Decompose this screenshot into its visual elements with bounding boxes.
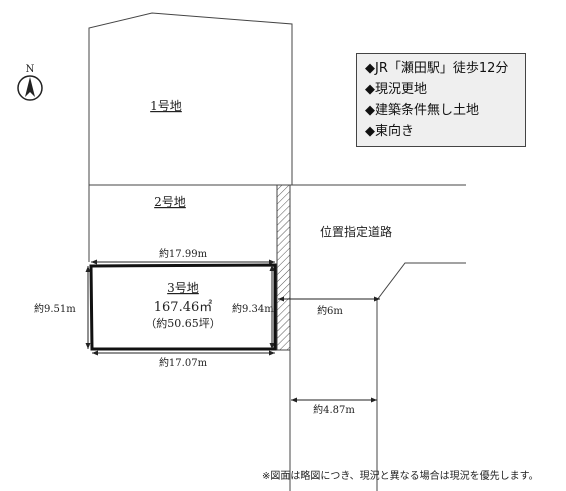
dimension-top-label: 約17.99m <box>159 247 208 260</box>
dimension-right: 約9.34m <box>232 265 275 349</box>
hatched-strip <box>276 184 291 351</box>
info-line-orientation: ◆東向き <box>365 124 414 139</box>
road-edges <box>289 262 466 491</box>
dimension-bottom: 約17.07m <box>92 350 275 369</box>
info-line-station: ◆JR「瀬田駅」徒歩12分 <box>365 61 509 76</box>
dimension-road-lower-label: 約4.87m <box>313 403 355 416</box>
lot-1: 1号地 <box>88 12 293 185</box>
dimension-right-label: 約9.34m <box>232 302 274 315</box>
lot-3-label: 3号地 <box>167 281 199 295</box>
lot-3-area: 167.46㎡ <box>154 300 213 315</box>
compass-label: N <box>26 64 35 75</box>
north-compass-icon: N <box>17 64 43 101</box>
dimension-road-upper: 約6m <box>278 296 380 317</box>
info-line-condition: ◆現況更地 <box>365 82 427 97</box>
dimension-bottom-label: 約17.07m <box>159 356 208 369</box>
lot-3: 3号地 167.46㎡ （約50.65坪） <box>89 263 277 351</box>
dimension-top: 約17.99m <box>91 247 275 265</box>
dimension-road-lower: 約4.87m <box>291 397 377 416</box>
info-line-building: ◆建築条件無し土地 <box>365 103 479 118</box>
lot-3-area-tsubo: （約50.65坪） <box>145 316 221 330</box>
road-label: 位置指定道路 <box>320 224 392 239</box>
lot-1-label: 1号地 <box>150 99 182 113</box>
dimension-left-label: 約9.51m <box>34 302 76 315</box>
dimension-road-upper-label: 約6m <box>317 304 343 317</box>
lot-2-label: 2号地 <box>154 195 186 209</box>
property-info-box: ◆JR「瀬田駅」徒歩12分 ◆現況更地 ◆建築条件無し土地 ◆東向き <box>356 53 526 147</box>
footnote: ※図面は略図につき、現況と異なる場合は現況を優先します。 <box>262 471 539 482</box>
dimension-left: 約9.51m <box>34 266 91 349</box>
